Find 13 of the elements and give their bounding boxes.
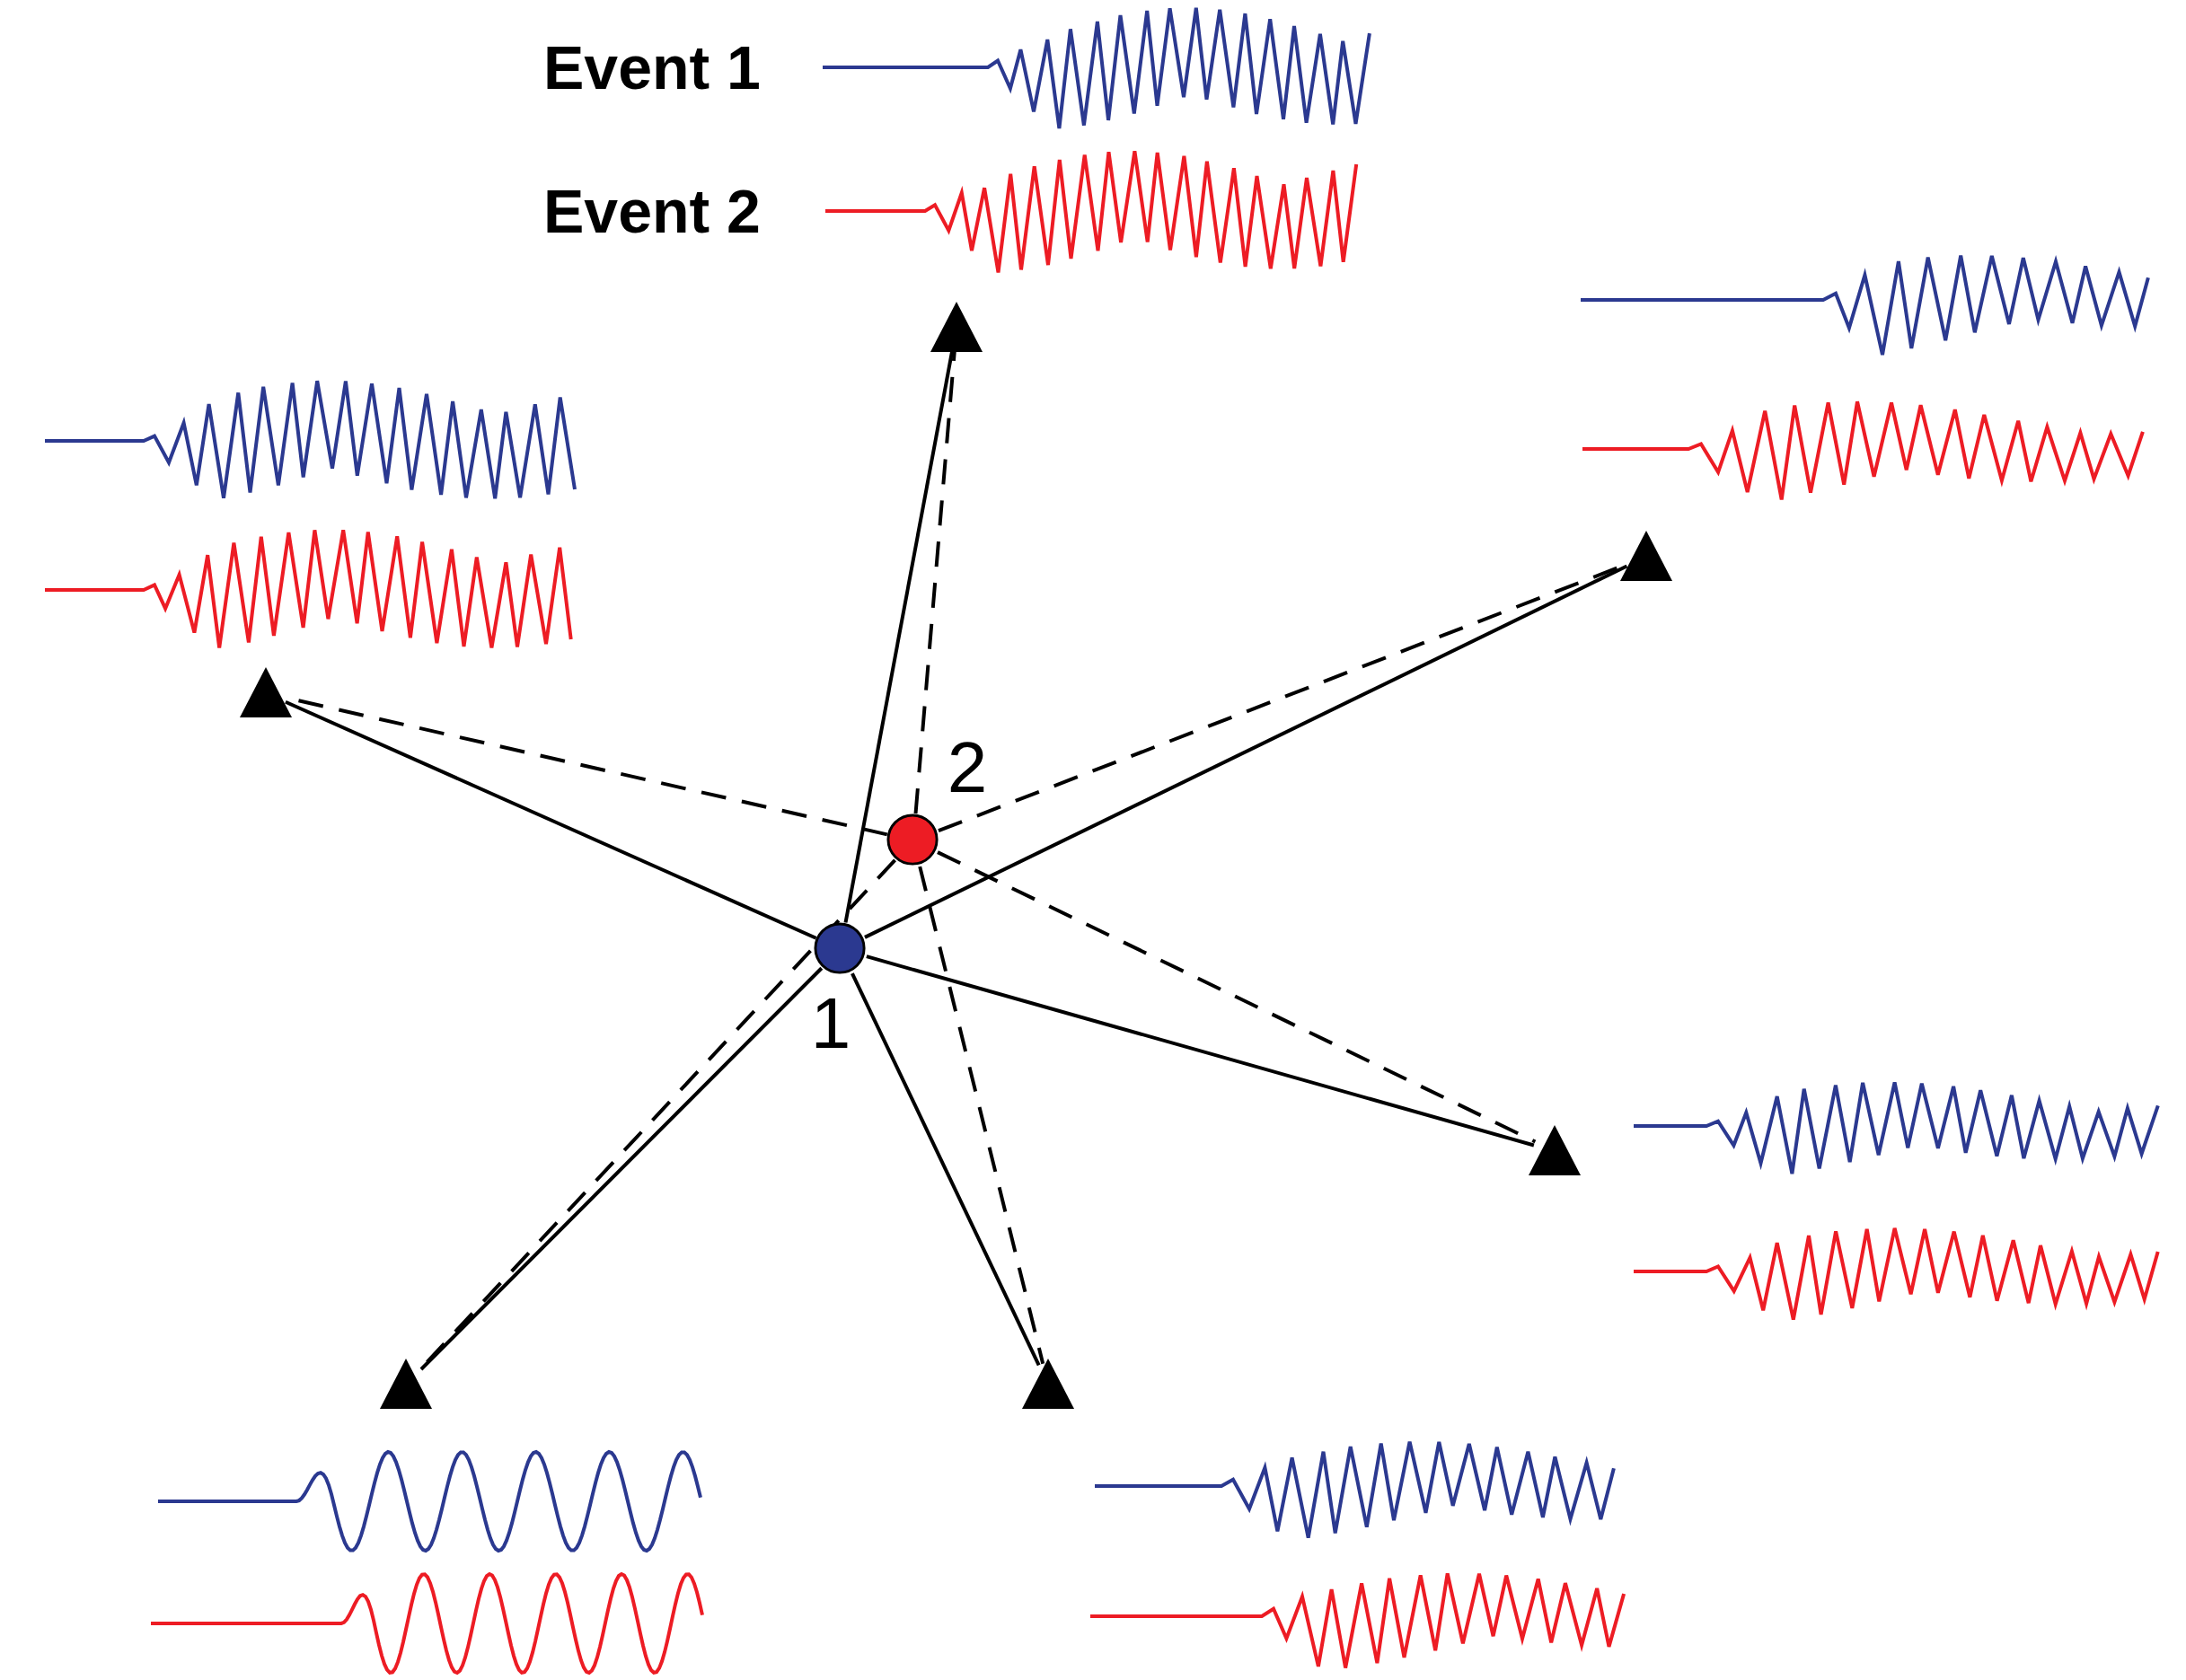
epicenter-circle bbox=[814, 922, 868, 976]
ray-path bbox=[285, 699, 817, 940]
ray-path bbox=[866, 954, 1535, 1148]
event-number: 2 bbox=[947, 732, 988, 804]
ray-path bbox=[851, 972, 1041, 1367]
dashed-ray-path bbox=[937, 850, 1537, 1144]
ray-path bbox=[419, 966, 824, 1371]
ray-path bbox=[864, 564, 1628, 939]
legend-label: Event 2 bbox=[543, 180, 761, 242]
dashed-ray-path bbox=[918, 866, 1045, 1365]
legend-label: Event 1 bbox=[543, 37, 761, 98]
epicenter-circle bbox=[886, 814, 940, 867]
event-number: 1 bbox=[810, 988, 851, 1060]
